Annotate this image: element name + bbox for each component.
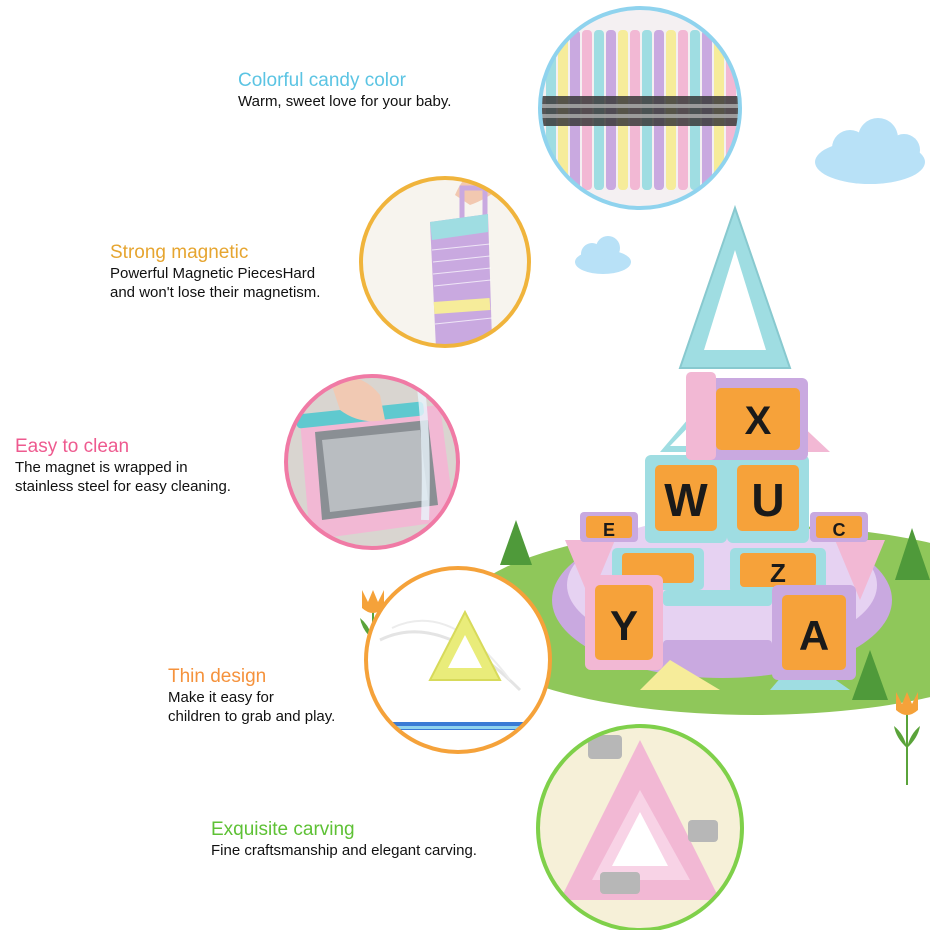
feature-photo-exquisite-carving xyxy=(536,724,744,930)
feature-desc-line: Powerful Magnetic PiecesHard xyxy=(110,265,316,282)
feature-title: Strong magnetic xyxy=(110,242,249,263)
tile-letter-u: U xyxy=(751,474,784,526)
feature-desc-line: Make it easy for xyxy=(168,689,274,706)
tile-letter-y: Y xyxy=(610,602,638,649)
tile-letter-e: E xyxy=(603,520,615,540)
feature-title: Colorful candy color xyxy=(238,70,406,91)
feature-desc-line: Fine craftsmanship and elegant carving. xyxy=(211,842,477,859)
tile-tower xyxy=(552,204,892,690)
feature-title: Exquisite carving xyxy=(211,819,355,840)
feature-title: Easy to clean xyxy=(15,436,130,457)
tile-letter-a: A xyxy=(799,612,829,659)
tile-letter-z: Z xyxy=(770,558,786,588)
feature-desc-line: The magnet is wrapped in xyxy=(15,459,188,476)
feature-desc-line: and won't lose their magnetism. xyxy=(110,284,321,301)
feature-photo-easy-clean xyxy=(284,374,460,550)
tile-letter-w: W xyxy=(664,474,708,526)
feature-candy-color: Colorful candy color Warm, sweet love fo… xyxy=(238,70,451,111)
feature-exquisite-carving: Exquisite carving Fine craftsmanship and… xyxy=(211,819,477,860)
cloud-icon xyxy=(815,118,925,184)
feature-strong-magnetic: Strong magnetic Powerful Magnetic Pieces… xyxy=(110,242,320,302)
feature-desc-line: children to grab and play. xyxy=(168,708,336,725)
feature-title: Thin design xyxy=(168,666,267,687)
feature-photo-strong-magnetic xyxy=(359,176,531,348)
cloud-icon xyxy=(575,236,631,274)
feature-photo-thin-design xyxy=(364,566,552,754)
tile-letter-c: C xyxy=(833,520,846,540)
feature-photo-candy-color xyxy=(538,6,742,210)
tile-letter-x: X xyxy=(745,399,772,443)
feature-easy-clean: Easy to clean The magnet is wrapped in s… xyxy=(15,436,231,496)
feature-desc-line: stainless steel for easy cleaning. xyxy=(15,478,231,495)
feature-desc-line: Warm, sweet love for your baby. xyxy=(238,93,452,110)
feature-thin-design: Thin design Make it easy for children to… xyxy=(168,666,335,726)
tulip-icon xyxy=(894,692,920,785)
